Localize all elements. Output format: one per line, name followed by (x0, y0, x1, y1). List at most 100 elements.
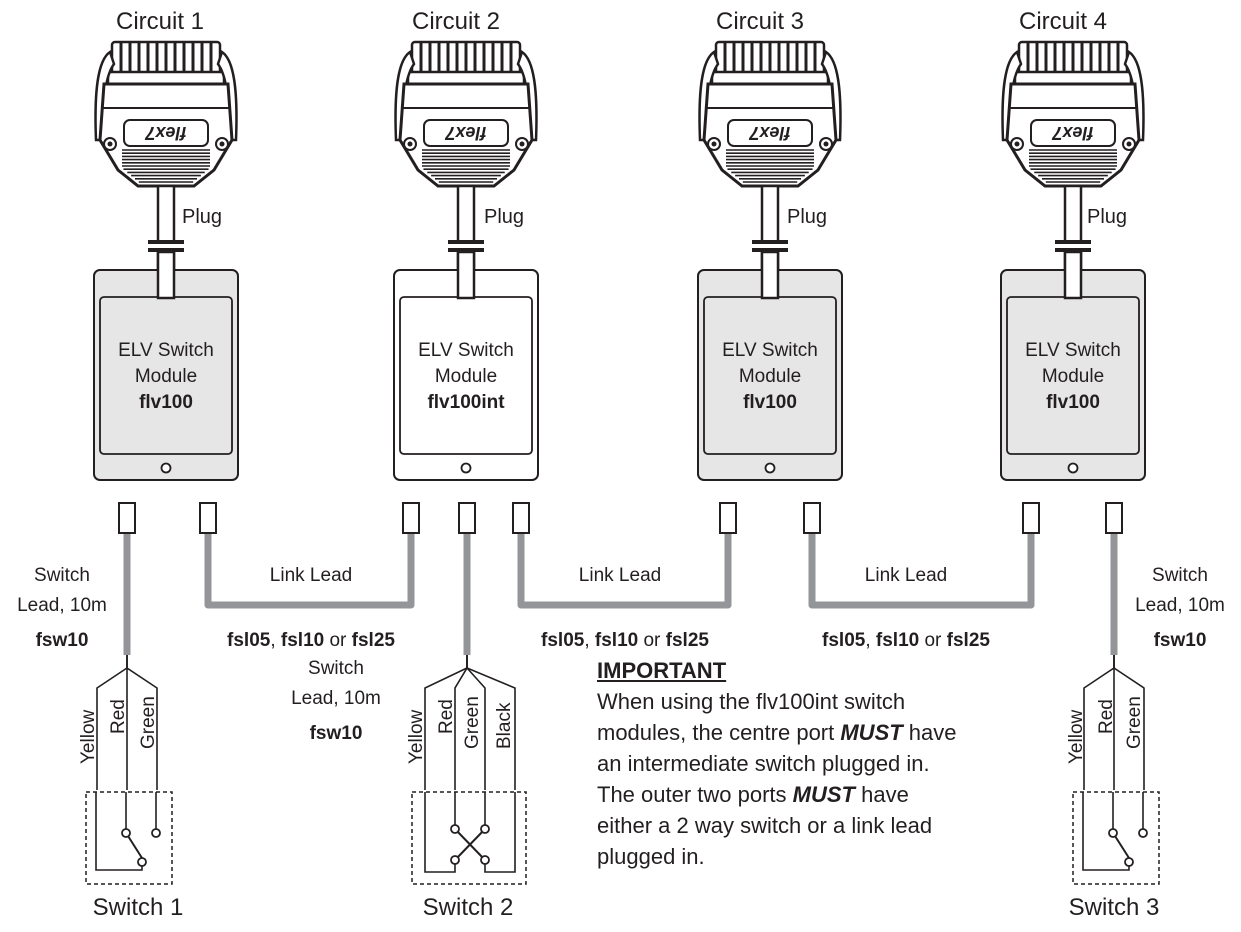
pin-collar (710, 70, 830, 86)
cable-clamp (1055, 248, 1091, 252)
must-emphasis-2: MUST (792, 782, 855, 807)
port-1b (199, 502, 217, 534)
switch-box (85, 791, 173, 885)
module-line2: Module (134, 366, 198, 387)
wire-label-red-3: Red (1096, 699, 1117, 734)
module-text-4: ELV Switch Module flv100 (983, 338, 1163, 416)
cable-clamp (752, 240, 788, 244)
mount-hole-bottom (1067, 462, 1079, 474)
port-2b (458, 502, 476, 534)
module-line2: Module (434, 366, 498, 387)
important-heading: IMPORTANT (597, 658, 727, 683)
logo-plate (423, 119, 509, 147)
separator: or (919, 630, 947, 651)
cable-clamp (1055, 240, 1091, 244)
plug-cable (760, 184, 780, 244)
wire-label-green-2: Green (462, 696, 483, 749)
link-lead-cable-1 (204, 533, 415, 609)
switch-box (411, 791, 527, 885)
separator: , (270, 630, 281, 651)
screw-right-center (823, 141, 829, 147)
wire-label-black-2: Black (494, 702, 515, 749)
important-text-2: have an intermediate switch plugged in. … (597, 720, 957, 807)
circuit-title-4: Circuit 4 (1018, 8, 1108, 35)
circuit-title-2: Circuit 2 (411, 8, 501, 35)
switch-lead-part-3: fsw10 (1153, 630, 1207, 651)
wire-label-yellow-1: Yellow (78, 709, 99, 764)
module-line1: ELV Switch (1025, 340, 1121, 361)
link-lead-cable-3 (808, 533, 1035, 609)
plug-label-3: Plug (787, 206, 828, 228)
wire (484, 792, 516, 873)
link-lead-cable-2 (517, 533, 732, 609)
module-line1: ELV Switch (722, 340, 818, 361)
wire-label-green-3: Green (1124, 696, 1145, 749)
logo-plate (123, 119, 209, 147)
wire-label-red-2: Red (436, 699, 457, 734)
pin-collar (1013, 70, 1133, 86)
screw-left-center (711, 141, 717, 147)
part-code: fsl10 (594, 630, 639, 651)
wire (126, 655, 158, 790)
flex7-logo-text: flex7 (444, 123, 486, 143)
module-text-2: ELV Switch Module flv100int (376, 338, 556, 416)
important-body: When using the flv100int switch modules,… (597, 686, 957, 872)
cable-clamp (448, 248, 484, 252)
module-line1: ELV Switch (418, 340, 514, 361)
part-code: fsl05 (227, 630, 271, 651)
part-code: fsl10 (875, 630, 920, 651)
module-cable-entry (456, 250, 476, 300)
switch-lead-line2-2: Lead, 10m (291, 688, 381, 709)
module-model: flv100int (427, 392, 505, 413)
port-2a (402, 502, 420, 534)
contact (480, 824, 490, 834)
wire-label-yellow-2: Yellow (406, 709, 427, 764)
plug-connector-3: flex7 (698, 40, 842, 300)
port-3a (719, 502, 737, 534)
switch-lead-line2-1: Lead, 10m (17, 595, 107, 616)
link-lead-parts-2: fsl05, fsl10 or fsl25 (541, 631, 709, 650)
screw-left-center (107, 141, 113, 147)
mount-hole-bottom (460, 462, 472, 474)
separator: or (324, 630, 352, 651)
screw-right-center (1126, 141, 1132, 147)
port-3b (803, 502, 821, 534)
plug-connector-4: flex7 (1001, 40, 1145, 300)
part-code: fsl25 (665, 630, 709, 651)
port-2c (512, 502, 530, 534)
switch-lead-line1-1: Switch (34, 565, 90, 586)
contact (480, 855, 490, 865)
switch-module-1 (93, 250, 239, 481)
contact (450, 855, 460, 865)
separator: , (584, 630, 595, 651)
wire-label-green-1: Green (138, 696, 159, 749)
module-model: flv100 (1046, 392, 1100, 413)
plug-label-1: Plug (182, 206, 223, 228)
switch-box (1072, 791, 1160, 885)
contact-common (137, 857, 147, 867)
plug-cable (156, 184, 176, 244)
module-line2: Module (1041, 366, 1105, 387)
pin-collar (406, 70, 526, 86)
wire-fanout-2 (424, 655, 516, 790)
logo-plate (1030, 119, 1116, 147)
flex7-logo-text: flex7 (1051, 123, 1093, 143)
mount-hole-bottom (764, 462, 776, 474)
flex7-logo-text: flex7 (748, 123, 790, 143)
cable-clamp (448, 240, 484, 244)
wire-label-red-1: Red (108, 699, 129, 734)
part-code: fsl25 (946, 630, 990, 651)
intermediate-switch-2 (411, 791, 527, 885)
cable-clamp (752, 248, 788, 252)
part-code: fsl25 (351, 630, 395, 651)
logo-plate (727, 119, 813, 147)
switch-module-3 (697, 250, 843, 481)
important-text-3: have either a 2 way switch or a link lea… (597, 782, 933, 869)
module-text-1: ELV Switch Module flv100 (76, 338, 256, 416)
plug-label-2: Plug (484, 206, 525, 228)
wire (424, 792, 456, 873)
plug-label-4: Plug (1087, 206, 1128, 228)
link-lead-label-3: Link Lead (864, 565, 948, 586)
